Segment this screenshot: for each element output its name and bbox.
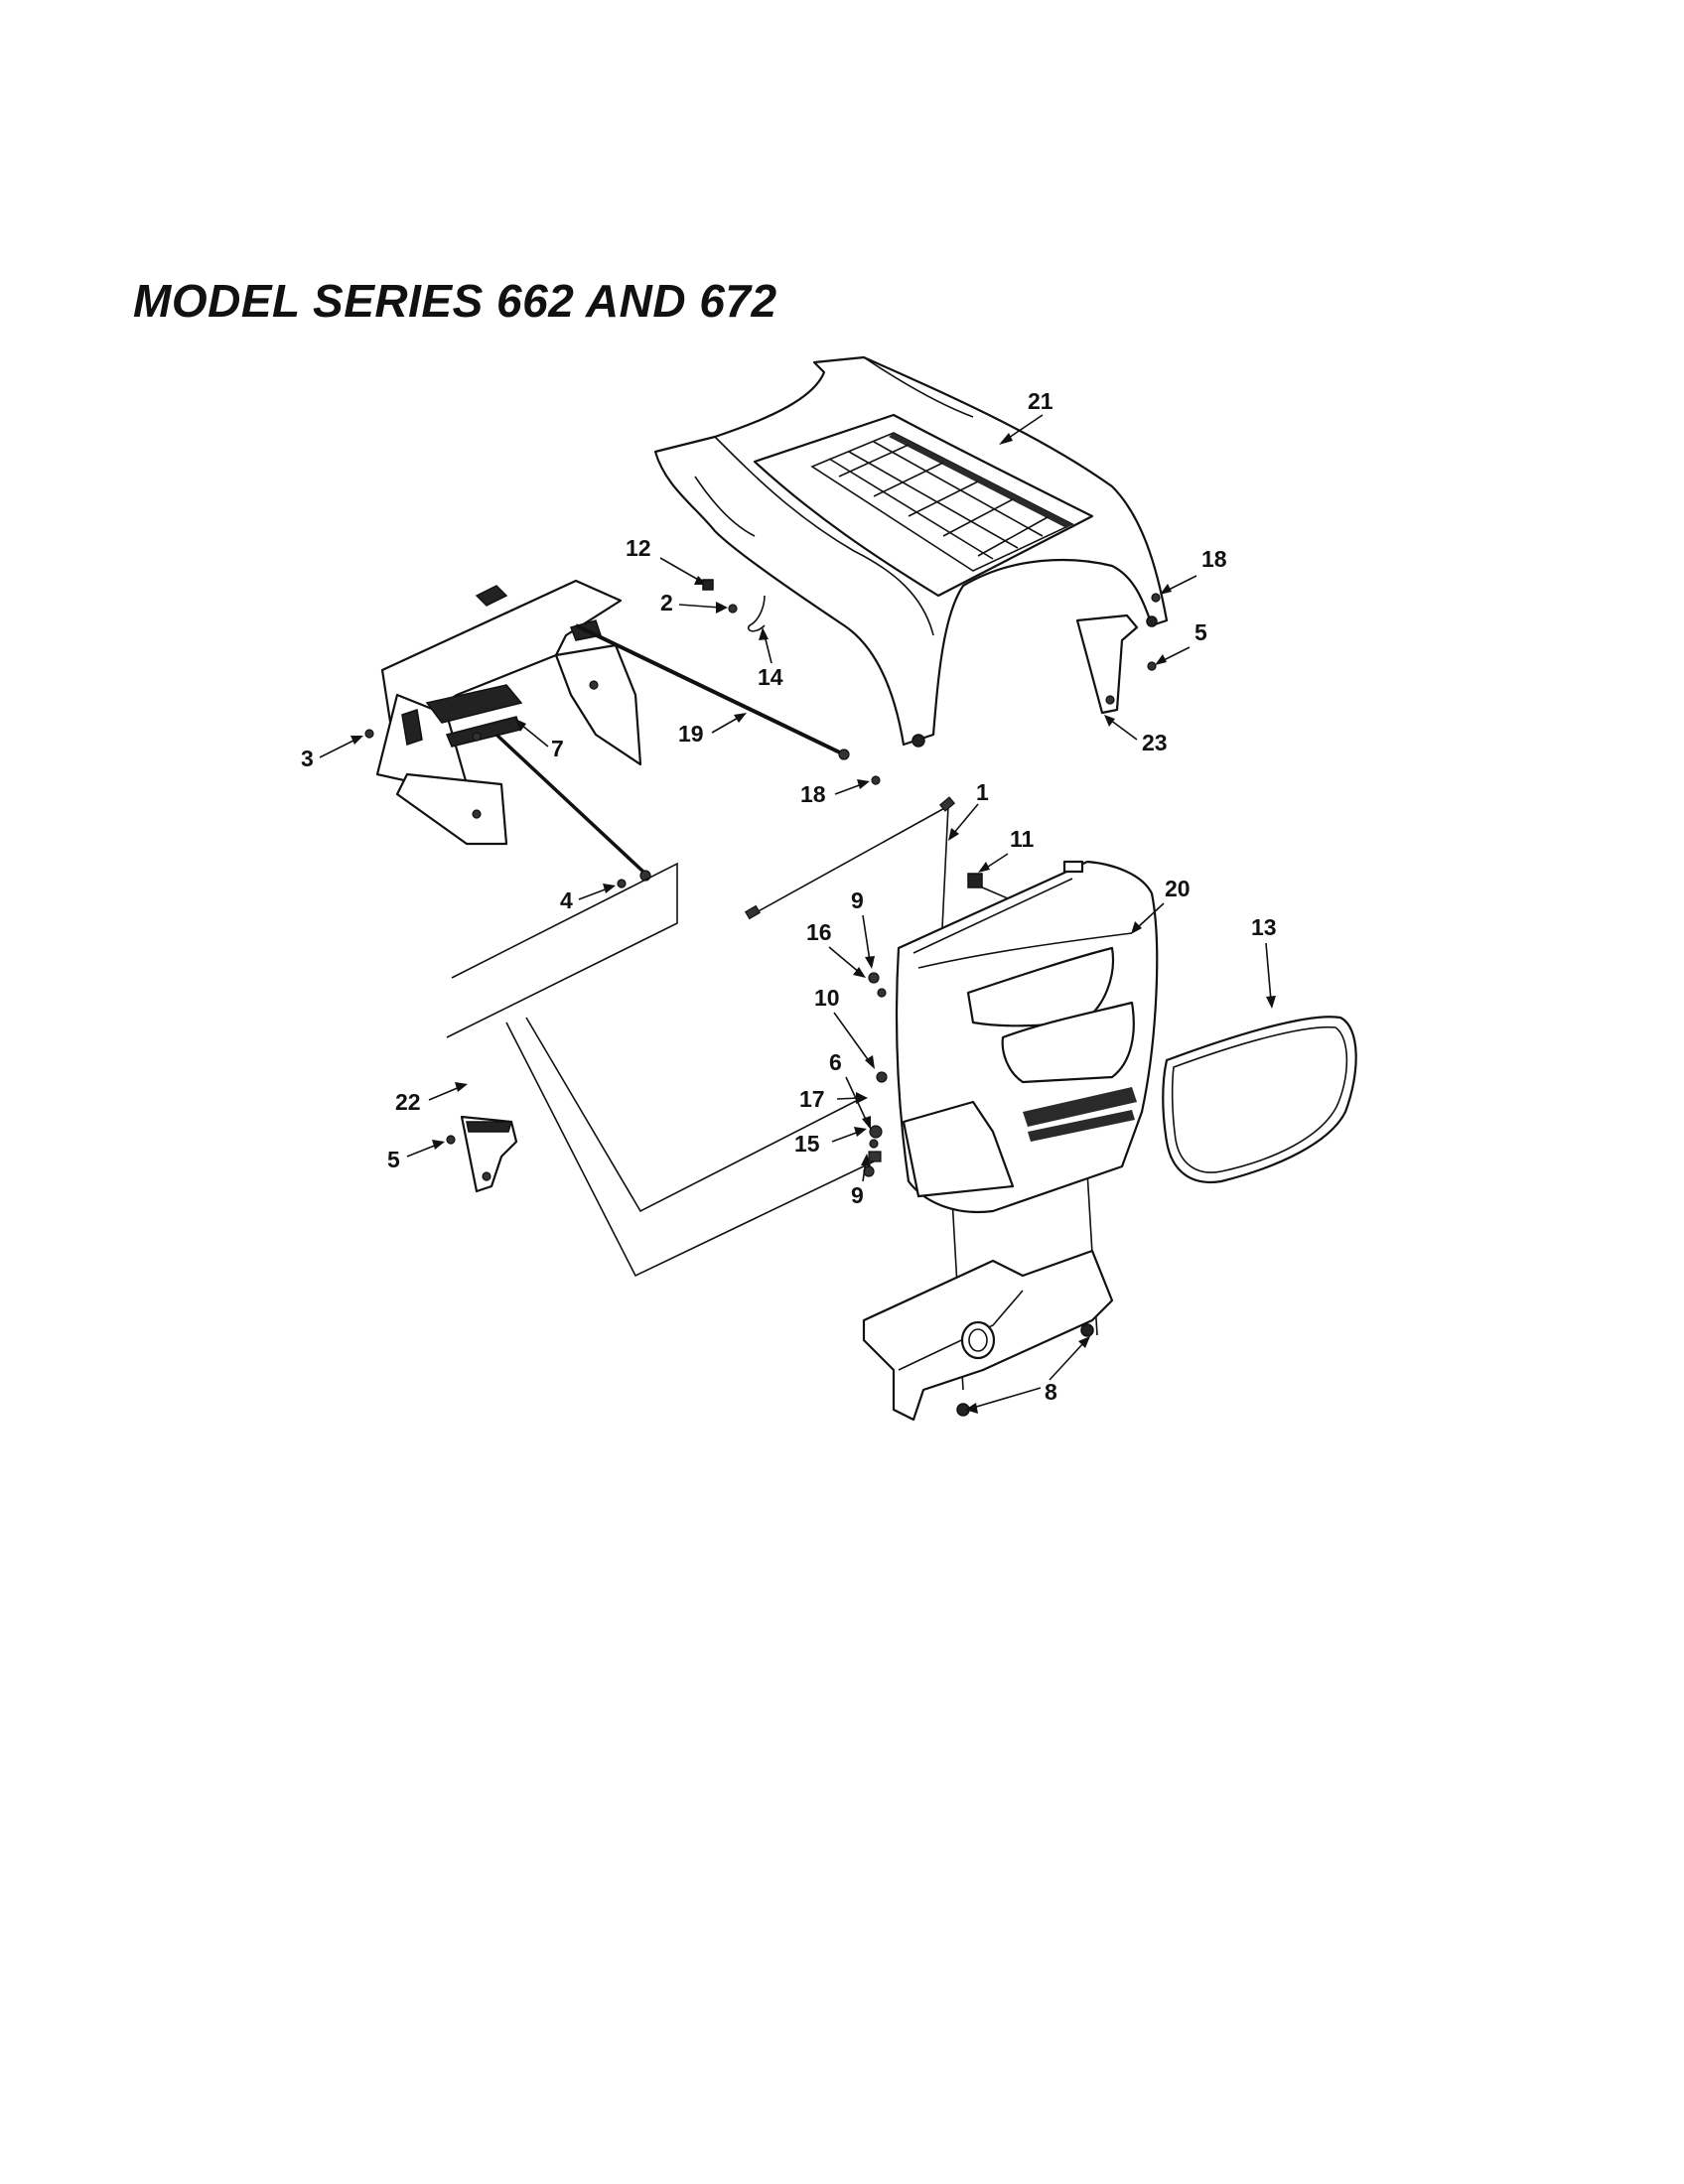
right-hood-bracket-part bbox=[1075, 614, 1139, 715]
dash-panel-part bbox=[375, 579, 642, 846]
callout-18-right: 18 bbox=[1151, 546, 1227, 603]
callout-9-top: 9 bbox=[851, 887, 875, 969]
svg-text:2: 2 bbox=[660, 590, 673, 615]
svg-text:13: 13 bbox=[1251, 914, 1277, 940]
callout-14: 14 bbox=[758, 627, 783, 690]
callout-19: 19 bbox=[678, 713, 747, 747]
page-title: MODEL SERIES 662 AND 672 bbox=[133, 275, 777, 327]
svg-text:1: 1 bbox=[976, 779, 989, 805]
callout-3: 3 bbox=[301, 729, 374, 771]
hood-cable-part bbox=[744, 796, 956, 949]
svg-text:10: 10 bbox=[814, 985, 840, 1011]
callout-2: 2 bbox=[660, 590, 738, 615]
rod-19-part bbox=[575, 623, 850, 760]
svg-text:11: 11 bbox=[1010, 826, 1035, 852]
svg-text:4: 4 bbox=[560, 887, 573, 913]
hood-grille bbox=[810, 432, 1074, 572]
svg-text:17: 17 bbox=[799, 1086, 825, 1112]
svg-text:9: 9 bbox=[851, 887, 864, 913]
lens-part bbox=[1162, 1016, 1357, 1184]
callout-9-bottom: 9 bbox=[851, 1154, 871, 1208]
callout-23: 23 bbox=[1104, 715, 1168, 755]
svg-text:18: 18 bbox=[1201, 546, 1227, 572]
callout-13: 13 bbox=[1251, 914, 1277, 1009]
left-front-bracket-part bbox=[460, 1115, 518, 1193]
front-frame-bracket-part bbox=[862, 1249, 1114, 1422]
svg-text:19: 19 bbox=[678, 721, 704, 747]
callout-4: 4 bbox=[560, 879, 627, 913]
callout-20: 20 bbox=[1131, 876, 1191, 934]
callout-12: 12 bbox=[626, 535, 714, 591]
svg-text:3: 3 bbox=[301, 746, 314, 771]
svg-text:22: 22 bbox=[395, 1089, 421, 1115]
svg-text:7: 7 bbox=[551, 736, 564, 761]
callout-21: 21 bbox=[999, 388, 1053, 445]
callout-11: 11 bbox=[978, 826, 1035, 873]
callout-7: 7 bbox=[515, 719, 564, 761]
callout-1: 1 bbox=[948, 779, 989, 841]
svg-text:12: 12 bbox=[626, 535, 651, 561]
callout-10: 10 bbox=[814, 985, 875, 1069]
callout-17: 17 bbox=[799, 1086, 868, 1112]
svg-text:9: 9 bbox=[851, 1182, 864, 1208]
svg-text:21: 21 bbox=[1028, 388, 1053, 414]
svg-text:23: 23 bbox=[1142, 730, 1168, 755]
front-grille-housing-part bbox=[895, 860, 1159, 1214]
svg-text:14: 14 bbox=[758, 664, 783, 690]
callout-8: 8 bbox=[965, 1336, 1090, 1414]
svg-text:18: 18 bbox=[800, 781, 826, 807]
callout-5-left: 5 bbox=[387, 1135, 456, 1172]
svg-text:15: 15 bbox=[794, 1131, 820, 1157]
callout-5-right: 5 bbox=[1147, 619, 1207, 671]
hood-part bbox=[653, 355, 1169, 748]
callout-18-left: 18 bbox=[800, 775, 881, 807]
callout-22: 22 bbox=[395, 1082, 468, 1115]
svg-text:5: 5 bbox=[1194, 619, 1207, 645]
svg-text:16: 16 bbox=[806, 919, 832, 945]
latch-hardware-cluster bbox=[747, 595, 888, 1177]
svg-text:20: 20 bbox=[1165, 876, 1191, 901]
svg-text:6: 6 bbox=[829, 1049, 842, 1075]
svg-text:8: 8 bbox=[1045, 1379, 1057, 1405]
callout-16: 16 bbox=[806, 919, 866, 978]
svg-text:5: 5 bbox=[387, 1147, 400, 1172]
callout-6: 6 bbox=[829, 1049, 871, 1130]
callout-15: 15 bbox=[794, 1127, 867, 1157]
